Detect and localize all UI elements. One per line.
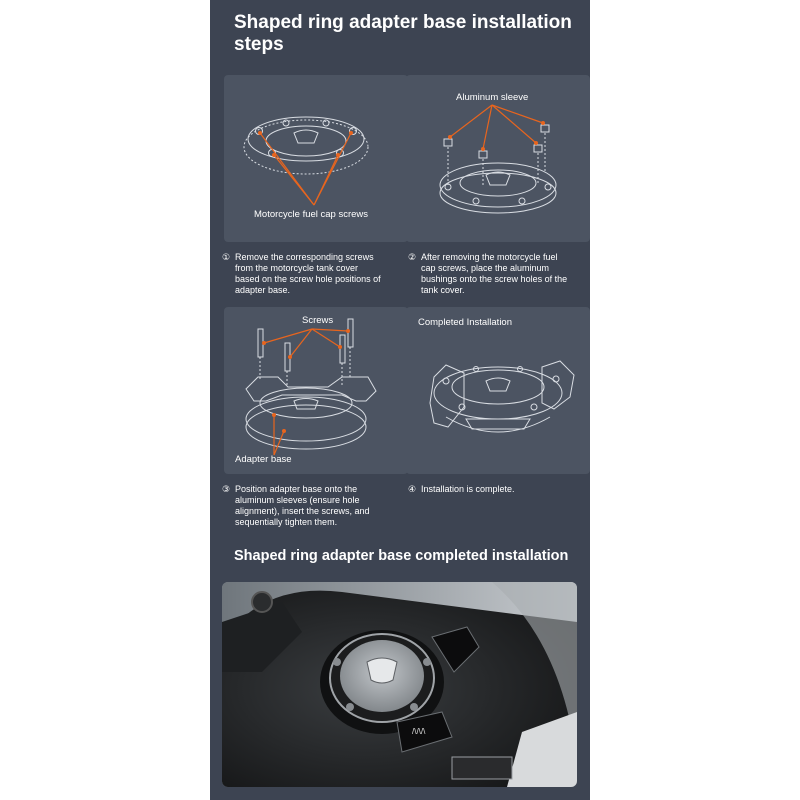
step-3-number: ③ [222,484,231,494]
step-2-number: ② [408,252,417,262]
aluminum-sleeve-diagram [439,104,557,214]
section-subtitle: Shaped ring adapter base completed insta… [234,548,569,564]
step-4-illustration: Completed Installation [406,307,590,474]
card-4-label: Completed Installation [418,317,512,328]
card-3-label: Screws [302,315,334,326]
step-1-number: ① [222,252,231,262]
step-1-illustration: Motorcycle fuel cap screws [224,75,408,242]
fuel-cap-diagram [243,116,369,206]
step-3-text: Position adapter base onto the aluminum … [235,484,370,527]
step-2-illustration: Aluminum sleeve [406,75,590,242]
card-1-label: Motorcycle fuel cap screws [254,209,369,220]
step-4-text: Installation is complete. [421,484,515,494]
motorcycle-tank-photo: /\/\/\ [222,582,577,787]
step-3-illustration: Screws Adapter base [224,307,408,474]
content-panel: Shaped ring adapter base installation st… [210,0,590,800]
step-2-text: After removing the motorcycle fuel cap s… [421,252,568,295]
step-1-text: Remove the corresponding screws from the… [235,252,381,295]
card-3-label-2: Adapter base [235,454,292,465]
step-4-number: ④ [408,484,417,494]
base-brand-mark: /\/\/\ [412,727,426,736]
adapter-base-diagram [245,318,377,456]
page-title: Shaped ring adapter base installation st… [234,12,572,55]
card-2-label: Aluminum sleeve [456,92,529,103]
completed-installation-diagram [429,360,575,433]
installation-photo: /\/\/\ [222,582,577,787]
